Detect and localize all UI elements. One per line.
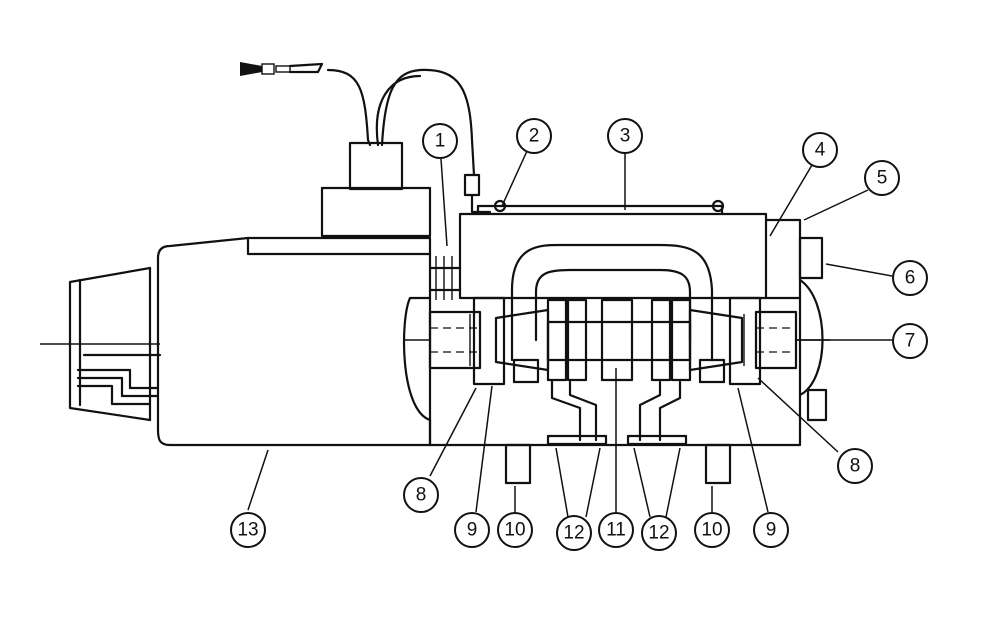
callout-13: 13 <box>230 512 266 548</box>
callout-12-left: 12 <box>556 515 592 551</box>
callout-label: 10 <box>701 520 722 541</box>
callout-label: 8 <box>850 456 861 477</box>
callout-6: 6 <box>892 260 928 296</box>
callout-12-right: 12 <box>641 515 677 551</box>
callout-label: 12 <box>563 523 584 544</box>
callout-label: 10 <box>504 520 525 541</box>
valve-body <box>402 199 828 447</box>
callout-label: 4 <box>815 140 826 161</box>
spool <box>404 296 830 386</box>
callout-8-left: 8 <box>403 477 439 513</box>
callout-label: 8 <box>416 485 427 506</box>
callout-label: 11 <box>606 520 626 541</box>
callout-9-right: 9 <box>753 512 789 548</box>
callout-8-right: 8 <box>837 448 873 484</box>
callout-label: 2 <box>529 126 540 147</box>
callout-1: 1 <box>422 123 458 159</box>
callout-label: 1 <box>435 131 446 152</box>
callout-3: 3 <box>607 118 643 154</box>
solenoid-assembly <box>40 141 462 447</box>
callout-2: 2 <box>516 118 552 154</box>
callout-label: 9 <box>467 520 478 541</box>
callout-label: 5 <box>877 168 888 189</box>
callout-label: 6 <box>905 268 916 289</box>
callout-label: 9 <box>766 520 777 541</box>
callout-4: 4 <box>802 132 838 168</box>
callout-5: 5 <box>864 160 900 196</box>
callout-label: 12 <box>648 523 669 544</box>
internal-passage <box>510 243 714 362</box>
callout-7: 7 <box>892 323 928 359</box>
leader-lines <box>247 150 893 518</box>
callout-label: 13 <box>237 520 258 541</box>
callout-10-left: 10 <box>497 512 533 548</box>
callout-10-right: 10 <box>694 512 730 548</box>
callout-label: 7 <box>905 331 916 352</box>
callout-label: 3 <box>620 126 631 147</box>
ports <box>504 378 732 485</box>
callout-11: 11 <box>598 512 634 548</box>
wire-harness <box>240 62 492 214</box>
callout-9-left: 9 <box>454 512 490 548</box>
